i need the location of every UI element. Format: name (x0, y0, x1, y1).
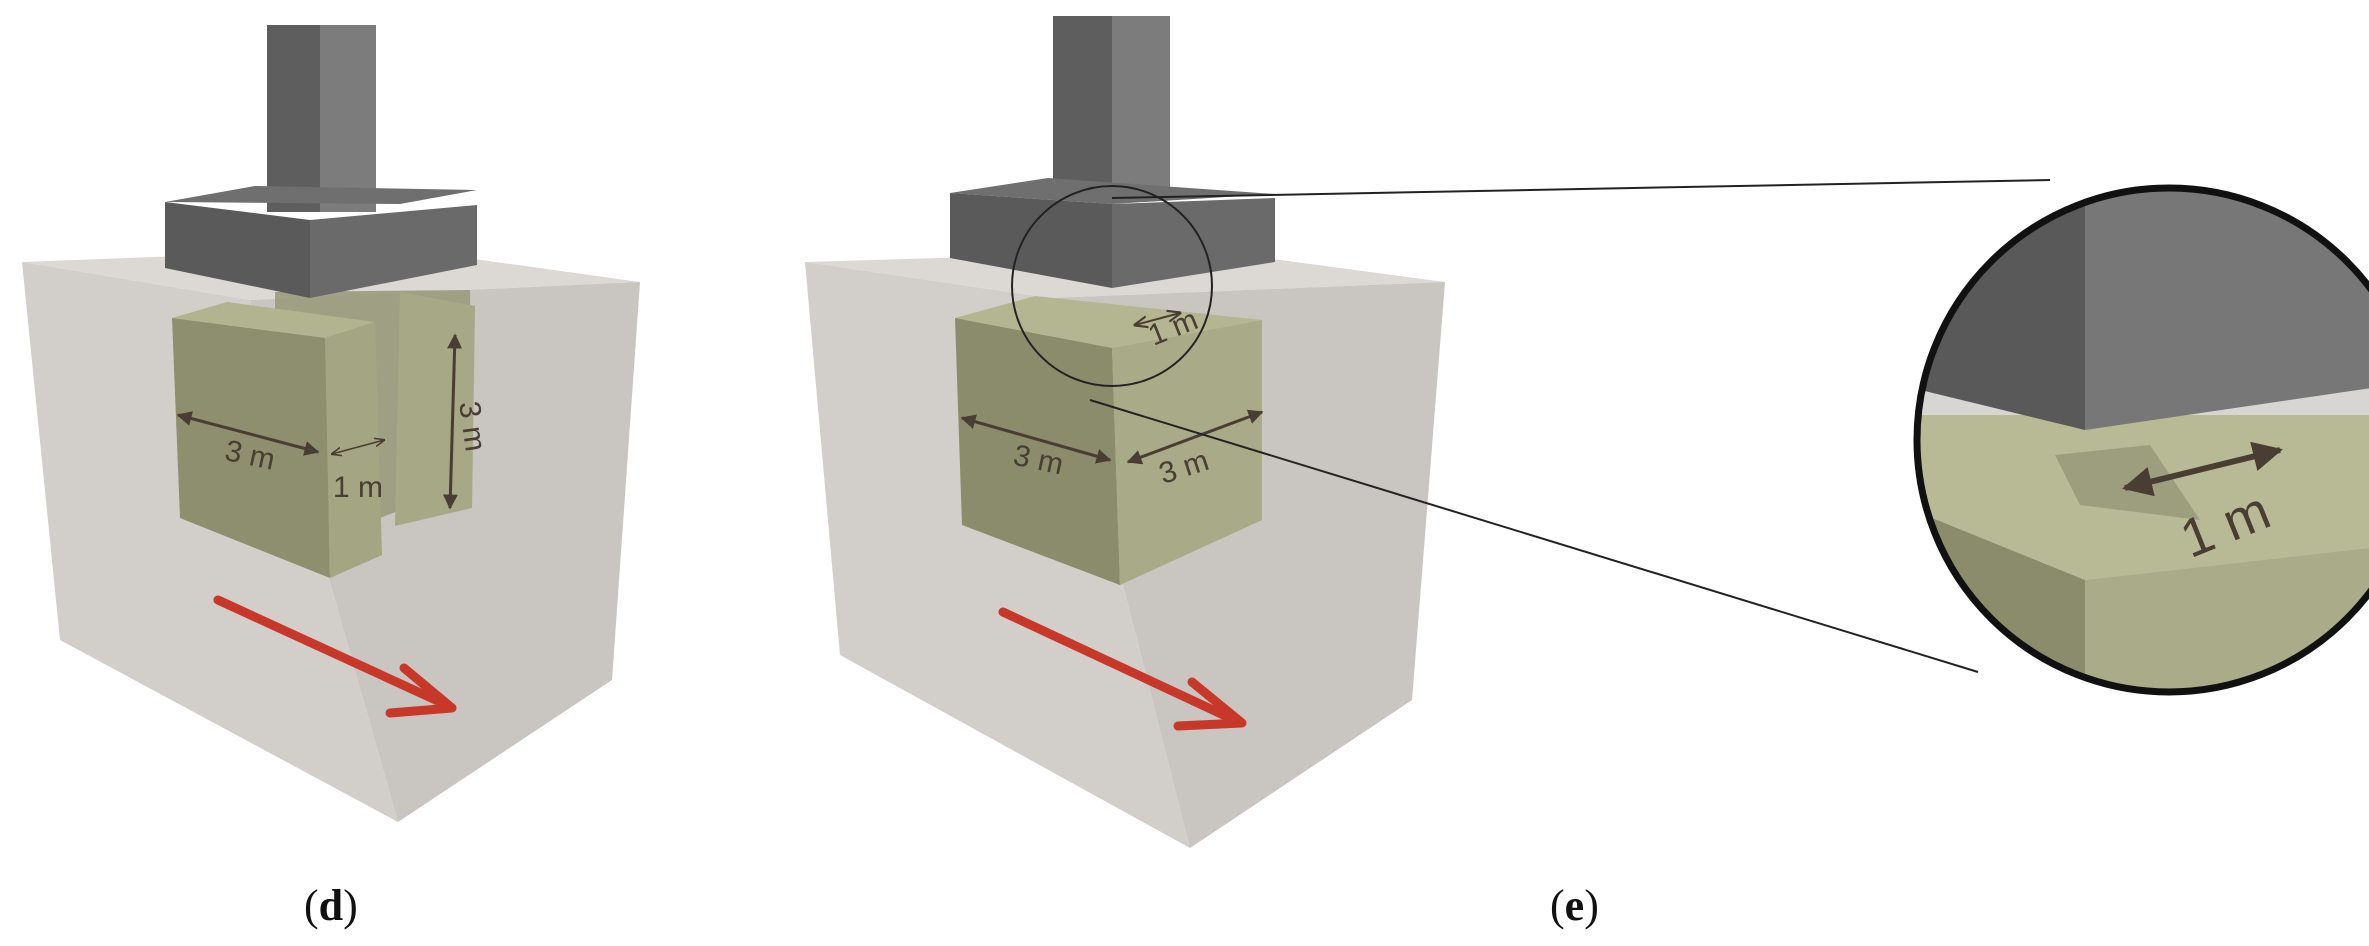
dim-line-gap-d (332, 440, 384, 454)
caption-d: (d) (304, 881, 358, 930)
column-e (950, 16, 1275, 288)
dim-label-height-d: 3 m (452, 399, 492, 453)
dim-line-width-d (176, 411, 320, 456)
dim-line-height-d (442, 333, 463, 510)
dim-label-gap-d: 1 m (333, 471, 383, 504)
caption-e: (e) (1550, 881, 1599, 930)
zoom-circle-border (1913, 184, 2369, 696)
magnifier-circle (1011, 185, 1213, 387)
dim-line-width-right-e (1126, 409, 1264, 465)
zoom-leader-top (1111, 179, 2051, 199)
direction-arrow-e (998, 607, 1247, 731)
zoom-content: 1 m (1917, 188, 2369, 692)
panel-d: 3 m 1 m 3 m (22, 25, 640, 822)
panel-e: 1 m 3 m 3 m (805, 16, 1445, 848)
zoom-dim-line (2122, 441, 2283, 497)
zoom-leader-bottom (1089, 399, 1979, 673)
direction-arrow-d (213, 595, 457, 718)
dim-line-width-left-e (960, 414, 1112, 464)
column-d (165, 25, 477, 298)
dim-line-offset-e (1135, 313, 1180, 325)
